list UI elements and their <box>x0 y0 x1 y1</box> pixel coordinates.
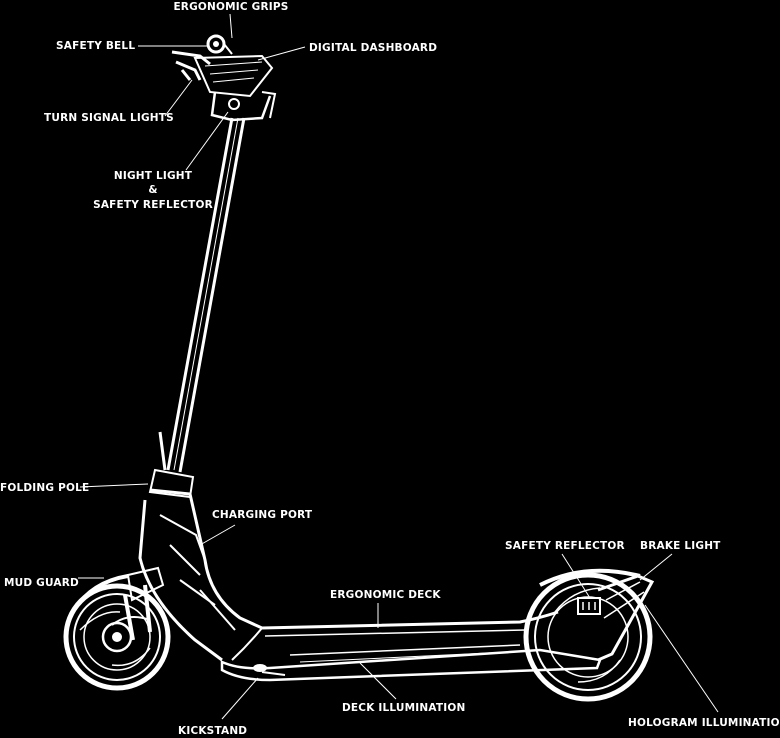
label-safety-bell: SAFETY BELL <box>56 40 135 52</box>
label-charging-port: CHARGING PORT <box>212 509 313 521</box>
label-brake-light: BRAKE LIGHT <box>640 540 721 552</box>
grips-and-bell <box>171 34 233 81</box>
leader-charging-port <box>199 524 236 546</box>
label-night-light-line1: NIGHT LIGHT <box>114 170 193 182</box>
leader-lines <box>78 13 719 720</box>
label-folding-pole: FOLDING POLE <box>0 482 89 494</box>
deck <box>220 610 602 682</box>
front-fork <box>111 566 165 641</box>
steering-pole <box>166 117 246 473</box>
leader-brake-light <box>639 553 673 581</box>
label-ergonomic-grips: ERGONOMIC GRIPS <box>173 1 288 13</box>
label-hologram-illumination: HOLOGRAM ILLUMINATION <box>628 717 780 729</box>
handlebar-head <box>193 54 277 122</box>
label-safety-reflector: SAFETY REFLECTOR <box>505 540 625 552</box>
label-digital-dashboard: DIGITAL DASHBOARD <box>309 42 437 54</box>
frame-neck <box>138 431 263 662</box>
label-night-light-line2: & <box>148 184 157 196</box>
mud-guard <box>72 574 129 612</box>
label-mud-guard: MUD GUARD <box>4 577 79 589</box>
leader-digital-dashboard <box>257 46 306 61</box>
leader-ergonomic-grips <box>229 13 233 39</box>
label-deck-illumination: DECK ILLUMINATION <box>342 702 465 714</box>
leader-safety-reflector <box>561 553 591 599</box>
leader-night-light <box>185 111 229 171</box>
leader-hologram-illumination <box>644 604 719 713</box>
leader-folding-pole <box>79 483 149 488</box>
label-kickstand: KICKSTAND <box>178 725 247 737</box>
scooter-illustration <box>63 34 655 702</box>
rear-wheel <box>523 572 653 702</box>
leader-kickstand <box>221 677 259 720</box>
label-turn-signal-lights: TURN SIGNAL LIGHTS <box>44 112 174 124</box>
label-ergonomic-deck: ERGONOMIC DECK <box>330 589 441 601</box>
rear-fender <box>539 568 655 662</box>
label-night-light-line3: SAFETY REFLECTOR <box>93 199 213 211</box>
leader-turn-signal-lights <box>164 79 193 117</box>
leader-deck-illumination <box>359 662 397 700</box>
